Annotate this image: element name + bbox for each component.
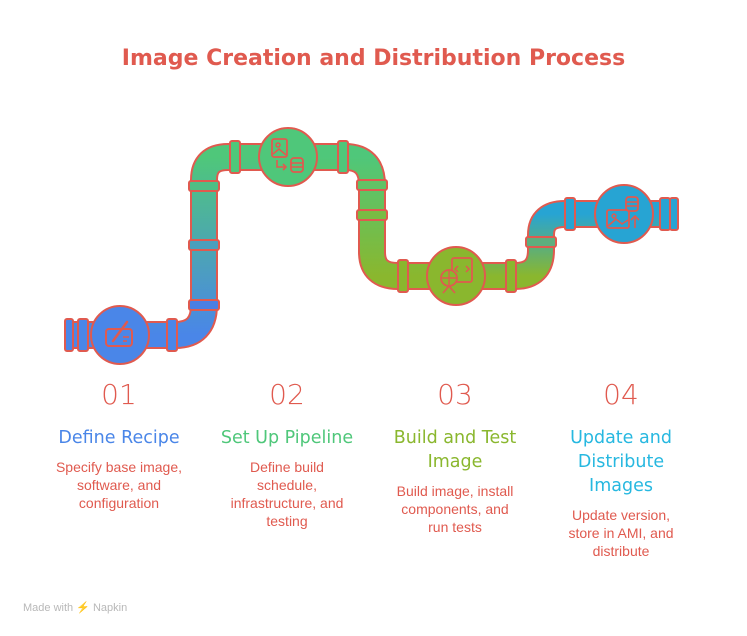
napkin-brand-label: Napkin xyxy=(92,602,128,614)
pipe-flange xyxy=(525,236,557,248)
pipe-flange xyxy=(188,180,220,192)
pipe-flange xyxy=(564,197,576,231)
pipe-flange xyxy=(166,318,178,352)
step-description-line: Update version, xyxy=(571,507,671,523)
pipe-flange xyxy=(397,259,409,293)
pipe-flange xyxy=(188,239,220,251)
pipe-flange xyxy=(505,259,517,293)
pipe-end-cap-right xyxy=(669,197,679,231)
build-test-icon xyxy=(426,246,486,306)
step-2: 02 Set Up Pipeline Define build schedule… xyxy=(212,378,362,530)
step-heading: Set Up Pipeline xyxy=(212,426,362,450)
pipe-flange xyxy=(659,197,671,231)
pipe-flange xyxy=(356,209,388,221)
pipe-flange xyxy=(229,140,241,174)
made-with-napkin-badge[interactable]: Made with ⚡ Napkin xyxy=(23,601,127,614)
step-description: Define build schedule, infrastructure, a… xyxy=(212,458,362,530)
napkin-logo-icon: ⚡ xyxy=(76,602,90,614)
step-description-line: Define build xyxy=(250,459,324,475)
step-description-line: schedule, xyxy=(257,477,317,493)
step-description-line: run tests xyxy=(428,519,482,535)
step-heading: Build and Test Image xyxy=(380,426,530,474)
recipe-icon xyxy=(90,305,150,365)
step-heading-line: Update and xyxy=(570,428,672,448)
pipe-flange xyxy=(337,140,349,174)
step-number: 03 xyxy=(437,378,473,411)
step-heading-line: Image xyxy=(427,452,483,472)
step-number: 04 xyxy=(603,378,639,411)
distribute-icon xyxy=(594,184,654,244)
pipe-flange xyxy=(356,179,388,191)
step-description-line: configuration xyxy=(78,495,160,511)
step-description-line: infrastructure, and xyxy=(230,495,344,511)
pipe-segment-1 xyxy=(70,143,290,349)
step-heading-line: Build and Test xyxy=(393,428,517,448)
step-description-line: distribute xyxy=(592,543,650,559)
step-heading: Define Recipe xyxy=(44,426,194,450)
step-heading: Update and Distribute Images xyxy=(546,426,696,498)
made-with-label: Made with xyxy=(23,602,74,614)
step-description: Specify base image, software, and config… xyxy=(44,458,194,512)
step-heading-line: Define Recipe xyxy=(58,428,180,448)
step-description: Build image, install components, and run… xyxy=(380,482,530,536)
step-description-line: store in AMI, and xyxy=(568,525,674,541)
step-4: 04 Update and Distribute Images Update v… xyxy=(546,378,696,560)
step-description: Update version, store in AMI, and distri… xyxy=(546,506,696,560)
step-number: 02 xyxy=(269,378,305,411)
step-heading-line: Distribute xyxy=(577,452,665,472)
pipe-flange xyxy=(188,299,220,311)
step-1: 01 Define Recipe Specify base image, sof… xyxy=(44,378,194,512)
step-heading-line: Set Up Pipeline xyxy=(220,428,354,448)
step-3: 03 Build and Test Image Build image, ins… xyxy=(380,378,530,536)
step-description-line: software, and xyxy=(76,477,162,493)
pipeline-icon xyxy=(258,127,318,187)
step-description-line: Specify base image, xyxy=(55,459,183,475)
step-description-line: testing xyxy=(266,513,308,529)
step-heading-line: Images xyxy=(589,476,653,496)
step-description-line: Build image, install xyxy=(396,483,514,499)
step-number: 01 xyxy=(101,378,137,411)
pipe-flange xyxy=(77,318,89,352)
pipe-end-cap-left xyxy=(64,318,74,352)
diagram-title: Image Creation and Distribution Process xyxy=(121,46,626,71)
step-description-line: components, and xyxy=(401,501,509,517)
